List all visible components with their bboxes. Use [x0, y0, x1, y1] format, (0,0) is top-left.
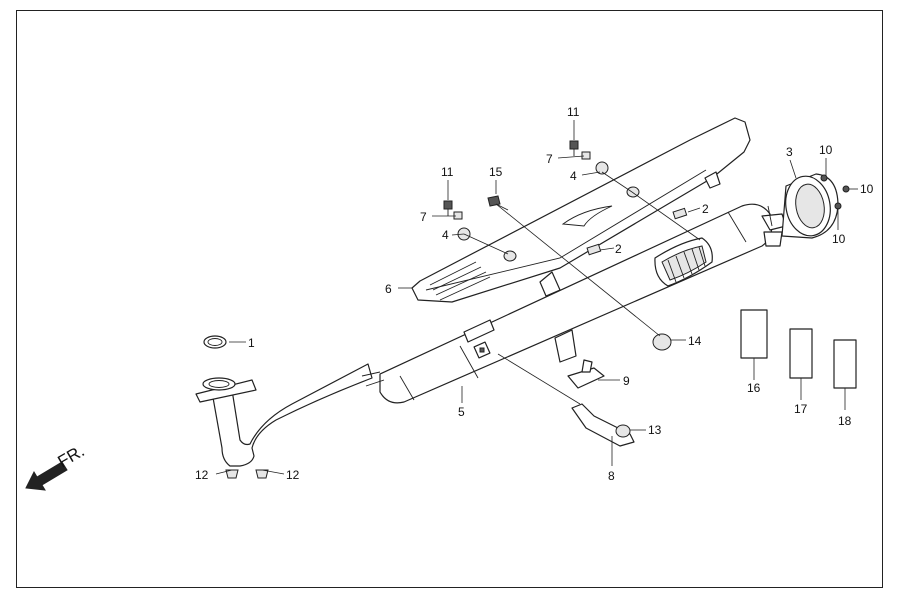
- callout-16: 16: [747, 381, 761, 395]
- callout-10-top: 10: [819, 143, 833, 157]
- exhaust-pipe: [195, 363, 385, 467]
- callout-4-left: 4: [442, 228, 449, 242]
- callout-13: 13: [648, 423, 662, 437]
- callout-12-right: 12: [286, 468, 300, 482]
- front-direction-indicator: FR.: [25, 441, 88, 491]
- heat-shield: [411, 117, 751, 303]
- callout-15: 15: [489, 165, 503, 179]
- callout-2-upper: 2: [702, 202, 709, 216]
- heat-shield-vents: [429, 261, 491, 301]
- callout-10-right: 10: [860, 182, 874, 196]
- gasket: [203, 335, 227, 349]
- callout-18: 18: [838, 414, 852, 428]
- muffler-body: [379, 203, 787, 404]
- part-18-wrapper: [833, 339, 857, 389]
- callout-10-bottom: 10: [832, 232, 846, 246]
- callout-8: 8: [608, 469, 615, 483]
- end-cap: [781, 173, 839, 239]
- diagram-frame: [16, 10, 883, 588]
- callout-1: 1: [248, 336, 255, 350]
- callout-11-right: 11: [567, 105, 580, 119]
- part-17-wrapper: [789, 328, 813, 379]
- callout-5: 5: [458, 405, 465, 419]
- callout-7-right: 7: [546, 152, 553, 166]
- callout-2-lower: 2: [615, 242, 622, 256]
- callout-4-right: 4: [570, 169, 577, 183]
- callout-3: 3: [786, 145, 793, 159]
- callout-9: 9: [623, 374, 630, 388]
- callout-7-left: 7: [420, 210, 427, 224]
- hardware-parts: [225, 140, 850, 479]
- callout-14: 14: [688, 334, 702, 348]
- callout-11-left: 11: [441, 165, 454, 179]
- leader-lines: [215, 120, 858, 475]
- callout-labels: 1 6 5 9 8 13 14 2 2 4 4 7 7 11 11 15 3 1…: [195, 105, 874, 483]
- front-arrow-icon: [25, 461, 68, 491]
- part-16-wrapper: [740, 309, 768, 359]
- callout-12-left: 12: [195, 468, 209, 482]
- callout-17: 17: [794, 402, 808, 416]
- callout-6: 6: [385, 282, 392, 296]
